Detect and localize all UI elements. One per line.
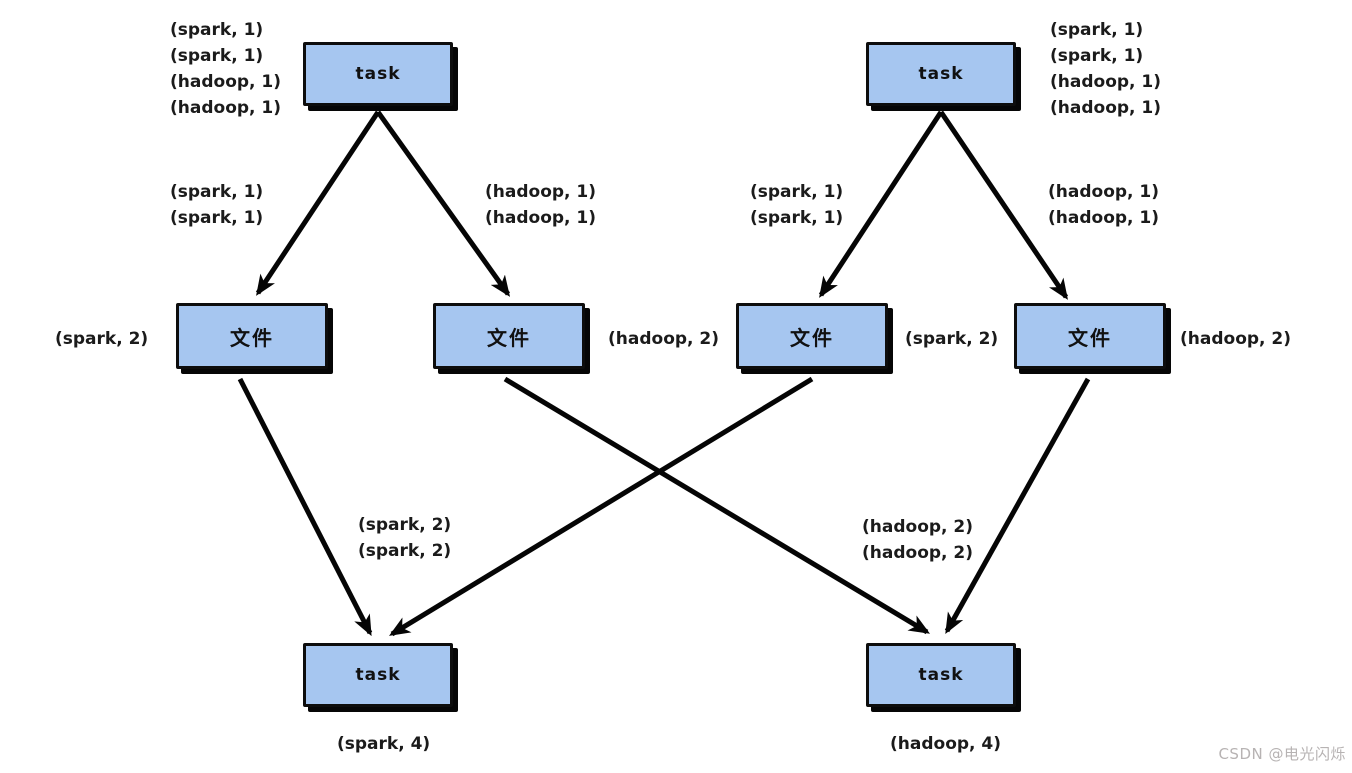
record-line: (hadoop, 2) bbox=[862, 517, 974, 537]
node-label: 文件 bbox=[1068, 325, 1112, 350]
label-edge-to-task4: (hadoop, 2) (hadoop, 2) bbox=[862, 514, 973, 566]
record-line: (hadoop, 1) bbox=[485, 208, 597, 228]
label-bottom-left-result: (spark, 4) bbox=[337, 734, 431, 754]
node-label: 文件 bbox=[790, 325, 834, 350]
node-file-4: 文件 bbox=[1014, 303, 1166, 369]
arrow-file4-to-task4 bbox=[944, 377, 1091, 635]
record-line: (hadoop, 1) bbox=[1050, 72, 1162, 92]
record-line: (hadoop, 1) bbox=[1048, 182, 1160, 202]
label-file4-value: (hadoop, 2) bbox=[1180, 329, 1292, 349]
label-file2-value: (hadoop, 2) bbox=[608, 329, 720, 349]
record-line: (spark, 2) bbox=[358, 541, 452, 561]
record-line: (spark, 1) bbox=[1050, 46, 1144, 66]
node-file-1: 文件 bbox=[176, 303, 328, 369]
label-edge-task1-file1: (spark, 1) (spark, 1) bbox=[170, 179, 263, 231]
record-line: (spark, 1) bbox=[1050, 20, 1144, 40]
node-label: task bbox=[355, 64, 401, 84]
csdn-watermark: CSDN @电光闪烁 bbox=[1218, 745, 1346, 763]
record-line: (spark, 1) bbox=[170, 20, 264, 40]
record-line: (spark, 1) bbox=[750, 208, 844, 228]
label-edge-task2-file4: (hadoop, 1) (hadoop, 1) bbox=[1048, 179, 1159, 231]
label-bottom-right-result: (hadoop, 4) bbox=[890, 734, 1002, 754]
label-edge-task2-file3: (spark, 1) (spark, 1) bbox=[750, 179, 843, 231]
arrow-file2-to-task4 bbox=[503, 376, 931, 635]
record-line: (hadoop, 2) bbox=[862, 543, 974, 563]
arrow-file1-to-task3 bbox=[237, 377, 373, 637]
node-bottom-left-task: task bbox=[303, 643, 453, 707]
node-file-3: 文件 bbox=[736, 303, 888, 369]
node-label: task bbox=[918, 64, 964, 84]
node-label: 文件 bbox=[230, 325, 274, 350]
node-label: 文件 bbox=[487, 325, 531, 350]
record-line: (spark, 1) bbox=[750, 182, 844, 202]
record-line: (hadoop, 1) bbox=[485, 182, 597, 202]
arrow-task2-to-file3 bbox=[818, 110, 944, 298]
label-top-right-input-records: (spark, 1) (spark, 1) (hadoop, 1) (hadoo… bbox=[1050, 17, 1161, 121]
label-top-left-input-records: (spark, 1) (spark, 1) (hadoop, 1) (hadoo… bbox=[170, 17, 281, 121]
record-line: (hadoop, 1) bbox=[1048, 208, 1160, 228]
record-line: (hadoop, 1) bbox=[170, 72, 282, 92]
label-file1-value: (spark, 2) bbox=[55, 329, 149, 349]
record-line: (spark, 1) bbox=[170, 208, 264, 228]
arrow-task1-to-file1 bbox=[255, 110, 381, 296]
record-line: (spark, 2) bbox=[358, 515, 452, 535]
node-label: task bbox=[918, 665, 964, 685]
record-line: (hadoop, 1) bbox=[170, 98, 282, 118]
record-line: (spark, 1) bbox=[170, 182, 264, 202]
record-line: (spark, 1) bbox=[170, 46, 264, 66]
node-top-right-task: task bbox=[866, 42, 1016, 106]
node-label: task bbox=[355, 665, 401, 685]
label-file3-value: (spark, 2) bbox=[905, 329, 999, 349]
node-bottom-right-task: task bbox=[866, 643, 1016, 707]
label-edge-to-task3: (spark, 2) (spark, 2) bbox=[358, 512, 451, 564]
label-edge-task1-file2: (hadoop, 1) (hadoop, 1) bbox=[485, 179, 596, 231]
arrow-file3-to-task3 bbox=[389, 376, 814, 637]
record-line: (hadoop, 1) bbox=[1050, 98, 1162, 118]
node-file-2: 文件 bbox=[433, 303, 585, 369]
node-top-left-task: task bbox=[303, 42, 453, 106]
arrow-task1-to-file2 bbox=[375, 110, 511, 297]
arrow-task2-to-file4 bbox=[938, 110, 1069, 300]
